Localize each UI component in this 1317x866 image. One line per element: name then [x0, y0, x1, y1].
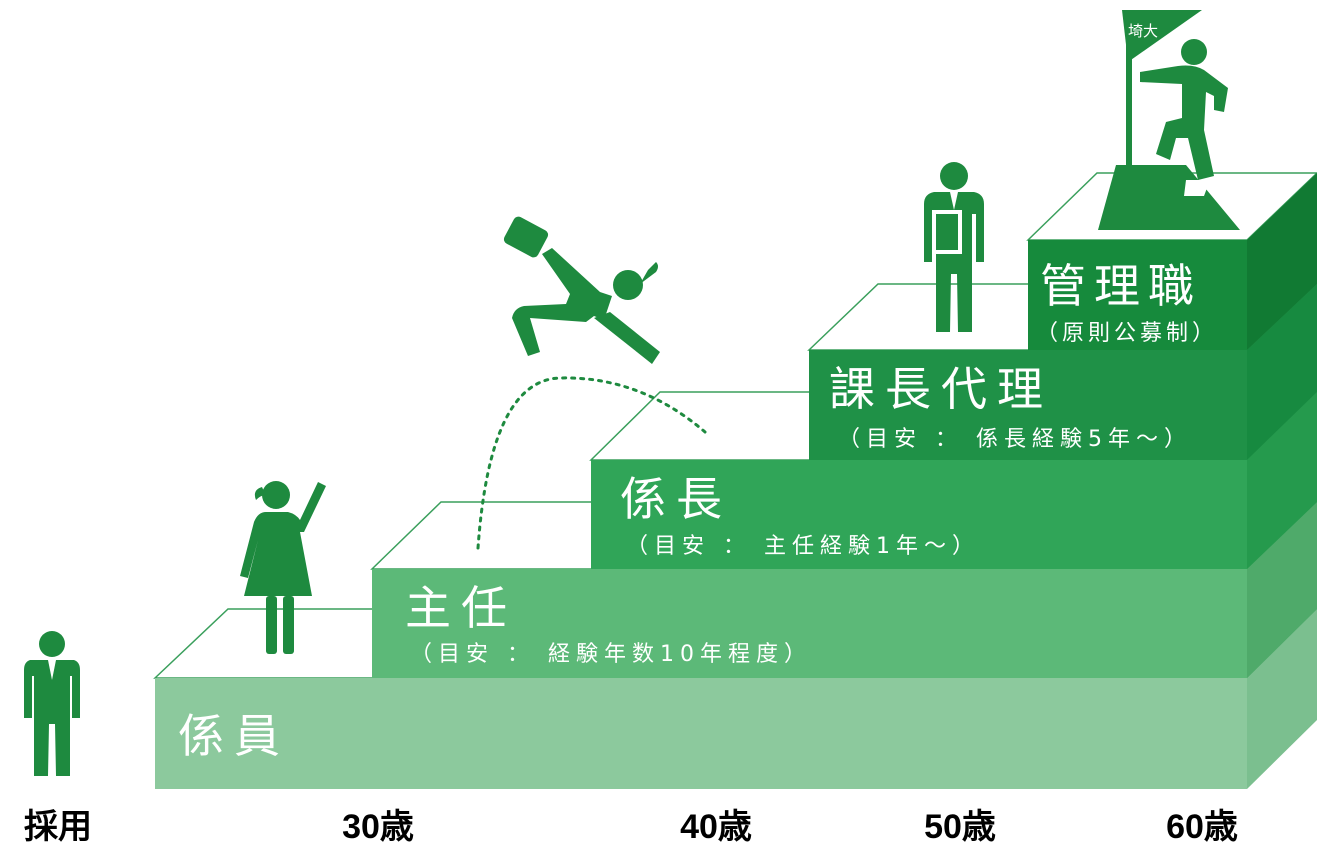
age-label-60: 60歳 [1166, 808, 1238, 846]
jump-trajectory [476, 376, 707, 550]
step-2-front [372, 569, 1247, 678]
step-3-note: （目安 ： 主任経験1年～） [626, 534, 980, 559]
step-3-title: 係長 [620, 472, 732, 526]
step-2-note: （目安 ： 経験年数10年程度） [410, 642, 812, 667]
step-3-side [1247, 392, 1317, 569]
age-label-30: 30歳 [342, 808, 414, 846]
jumping-businessman-icon [503, 216, 660, 364]
woman-raising-hand-icon [240, 481, 326, 654]
age-axis: 採用 30歳 40歳 50歳 60歳 [24, 808, 1238, 846]
man-climbing-with-flag-icon: 埼大 [1098, 10, 1240, 230]
step-1-side [1247, 609, 1317, 789]
step-2-title: 主任 [405, 581, 517, 635]
step-5-note: （原則公募制） [1036, 321, 1218, 346]
flag-text: 埼大 [1128, 22, 1158, 40]
step-1-front [155, 678, 1247, 789]
flag [1122, 10, 1202, 62]
step-5-title: 管理職 [1040, 259, 1202, 313]
step-2-side [1247, 502, 1317, 678]
step-4-front [809, 350, 1247, 460]
age-label-40: 40歳 [680, 808, 752, 846]
step-5-side [1247, 173, 1317, 350]
man-with-clipboard-icon [924, 162, 984, 332]
step-3-front [591, 460, 1247, 569]
step-4-title: 課長代理 [829, 362, 1053, 416]
man-standing-icon [24, 631, 80, 776]
step-4-side [1247, 284, 1317, 460]
step-4-note: （目安 ： 係長経験5年～） [838, 427, 1192, 452]
age-label-hire: 採用 [24, 808, 92, 846]
age-label-50: 50歳 [924, 808, 996, 846]
step-5-front [1028, 240, 1247, 350]
step-1-title: 係員 [178, 709, 290, 763]
